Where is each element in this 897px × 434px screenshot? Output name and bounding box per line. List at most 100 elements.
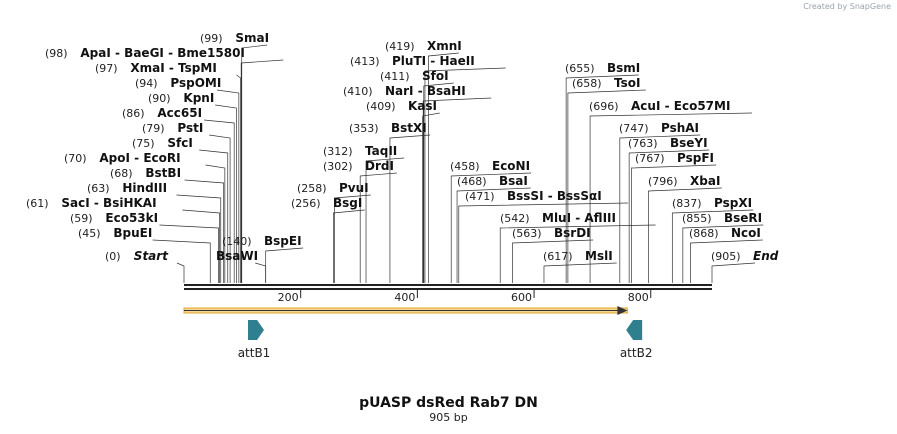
site-connector — [428, 52, 459, 283]
site-position: (767) — [635, 152, 665, 165]
site-connector — [690, 239, 763, 283]
enzyme-name: NcoI — [731, 226, 761, 240]
ruler-tick-label: 400 — [394, 291, 415, 304]
site-position: (411) — [380, 70, 410, 83]
orf-arrowhead — [617, 306, 628, 315]
site-position: (258) — [297, 182, 327, 195]
site-position: (90) — [148, 92, 171, 105]
site-connector — [265, 247, 304, 283]
site-connector — [422, 112, 440, 283]
enzyme-name: PspFI — [677, 151, 714, 165]
attb1-feature-label: attB1 — [238, 346, 271, 360]
site-position: (796) — [648, 175, 678, 188]
site-connector — [648, 187, 722, 283]
attb2-feature-label: attB2 — [620, 346, 653, 360]
site-connector — [631, 164, 717, 283]
enzyme-name: SacI - BsiHKAI — [61, 196, 156, 210]
enzyme-name: BseYI — [670, 136, 708, 150]
enzyme-name: BstXI — [391, 121, 427, 135]
site-position: (410) — [343, 85, 373, 98]
site-position: (302) — [323, 160, 353, 173]
snapgene-watermark: Created by SnapGene — [803, 2, 891, 11]
enzyme-name: KpnI — [183, 91, 214, 105]
enzyme-name: BpuEI — [113, 226, 152, 240]
enzyme-name: BspEI — [264, 234, 302, 248]
site-connector — [199, 149, 229, 283]
site-position: (59) — [70, 212, 93, 225]
site-connector — [216, 89, 240, 283]
enzyme-name: SmaI — [235, 31, 269, 45]
site-position: (97) — [95, 62, 118, 75]
site-connector — [240, 59, 284, 283]
site-connector — [422, 97, 492, 283]
site-position: (763) — [628, 137, 658, 150]
enzyme-name: BssSI - BssSαI — [507, 189, 602, 203]
site-position: (747) — [619, 122, 649, 135]
site-connector — [567, 89, 646, 283]
enzyme-name: BsgI — [333, 196, 362, 210]
enzyme-name: PshAI — [661, 121, 699, 135]
enzyme-name: Acc65I — [157, 106, 202, 120]
site-connector — [236, 74, 241, 283]
enzyme-name: SfoI — [422, 69, 449, 83]
enzyme-name: MslI — [585, 249, 613, 263]
site-connector — [359, 172, 397, 283]
site-connector — [159, 224, 219, 283]
site-position: (98) — [45, 47, 68, 60]
site-position: (658) — [572, 77, 602, 90]
site-connector — [424, 67, 506, 283]
site-connectors — [152, 44, 764, 283]
site-position: (353) — [349, 122, 379, 135]
site-labels: (99)SmaI(98)ApaI - BaeGI - Bme1580I(97)X… — [26, 31, 779, 263]
site-position: (413) — [350, 55, 380, 68]
plasmid-name: pUASP dsRed Rab7 DN — [359, 395, 538, 411]
site-connector — [450, 172, 532, 283]
site-position: (855) — [682, 212, 712, 225]
enzyme-name: SfcI — [167, 136, 192, 150]
enzyme-name: Start — [134, 249, 169, 263]
sequence-backbone — [184, 284, 712, 290]
site-connector — [711, 262, 756, 283]
enzyme-name: BsrDI — [554, 226, 591, 240]
site-position: (696) — [589, 100, 619, 113]
site-connector — [333, 209, 365, 283]
site-connector — [176, 262, 185, 283]
site-position: (617) — [543, 250, 573, 263]
site-connector — [499, 224, 656, 283]
enzyme-name: PvuI — [339, 181, 369, 195]
plasmid-size: 905 bp — [429, 411, 468, 424]
enzyme-name: PspOMI — [170, 76, 221, 90]
site-position: (837) — [672, 197, 702, 210]
ruler-tick-label: 800 — [628, 291, 649, 304]
site-connector — [204, 119, 235, 283]
site-position: (419) — [385, 40, 415, 53]
site-connector — [184, 179, 225, 283]
site-connector — [176, 194, 222, 283]
enzyme-name: AcuI - Eco57MI — [631, 99, 730, 113]
enzyme-name: TaqII — [365, 144, 397, 158]
site-position: (458) — [450, 160, 480, 173]
site-position: (542) — [500, 212, 530, 225]
enzyme-name: End — [753, 249, 779, 263]
attb2-feature-arrow — [626, 320, 643, 340]
site-position: (61) — [26, 197, 49, 210]
enzyme-name: ApoI - EcoRI — [99, 151, 180, 165]
site-position: (45) — [78, 227, 101, 240]
enzyme-name: PluTI - HaeII — [392, 54, 475, 68]
site-connector — [458, 202, 629, 283]
enzyme-name: KasI — [408, 99, 437, 113]
site-position: (0) — [105, 250, 121, 263]
site-connector — [205, 164, 226, 283]
site-connector — [389, 134, 431, 283]
site-connector — [334, 194, 371, 283]
site-position: (94) — [135, 77, 158, 90]
ruler-tick-label: 200 — [278, 291, 299, 304]
site-connector — [619, 134, 701, 283]
enzyme-name: BseRI — [724, 211, 762, 225]
enzyme-name: TsoI — [614, 76, 640, 90]
enzyme-name: XbaI — [690, 174, 720, 188]
site-position: (868) — [689, 227, 719, 240]
attb1-feature-arrow — [248, 320, 265, 340]
enzyme-name: DrdI — [365, 159, 394, 173]
